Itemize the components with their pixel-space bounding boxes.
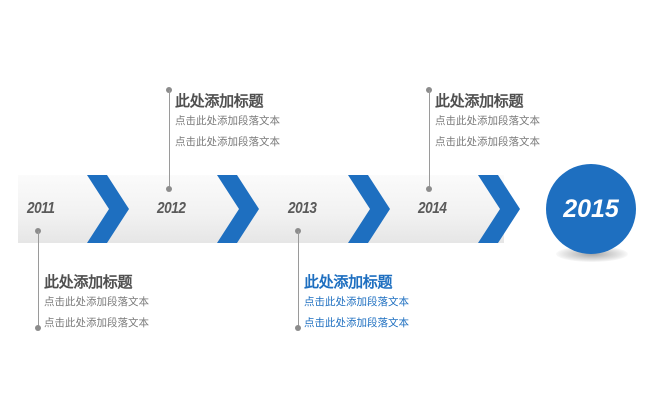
- milestone-text[interactable]: 点击此处添加段落文本: [435, 115, 540, 127]
- chevron-right-icon: [348, 175, 390, 243]
- milestone-2012: 此处添加标题 点击此处添加段落文本 点击此处添加段落文本: [175, 91, 280, 153]
- connector-line: [428, 90, 430, 188]
- connector-line: [37, 231, 39, 328]
- milestone-title[interactable]: 此处添加标题: [44, 273, 133, 291]
- milestone-text[interactable]: 点击此处添加段落文本: [44, 296, 149, 308]
- year-label-2011: 2011: [27, 200, 55, 217]
- connector-dot: [166, 186, 172, 192]
- milestone-2014: 此处添加标题 点击此处添加段落文本 点击此处添加段落文本: [435, 91, 540, 153]
- milestone-2013: 此处添加标题 点击此处添加段落文本 点击此处添加段落文本: [304, 272, 409, 334]
- chevron-right-icon: [217, 175, 259, 243]
- connector-line: [297, 231, 299, 328]
- year-label-2013: 2013: [288, 200, 317, 217]
- connector-dot: [295, 325, 301, 331]
- milestone-text[interactable]: 点击此处添加段落文本: [175, 115, 280, 127]
- chevron-right-icon: [478, 175, 520, 243]
- year-label-2014: 2014: [418, 200, 447, 217]
- milestone-text[interactable]: 点击此处添加段落文本: [304, 296, 409, 308]
- chevron-right-icon: [87, 175, 129, 243]
- milestone-text[interactable]: 点击此处添加段落文本: [175, 136, 280, 148]
- milestone-text[interactable]: 点击此处添加段落文本: [435, 136, 540, 148]
- year-label-2012: 2012: [157, 200, 186, 217]
- connector-dot: [426, 186, 432, 192]
- milestone-title[interactable]: 此处添加标题: [304, 273, 393, 291]
- milestone-title[interactable]: 此处添加标题: [435, 92, 524, 110]
- final-year-label: 2015: [563, 194, 619, 223]
- milestone-text[interactable]: 点击此处添加段落文本: [44, 317, 149, 329]
- milestone-2011: 此处添加标题 点击此处添加段落文本 点击此处添加段落文本: [44, 272, 149, 334]
- final-year-circle: 2015: [546, 164, 636, 254]
- milestone-title[interactable]: 此处添加标题: [175, 92, 264, 110]
- connector-dot: [35, 325, 41, 331]
- milestone-text[interactable]: 点击此处添加段落文本: [304, 317, 409, 329]
- connector-line: [168, 90, 170, 188]
